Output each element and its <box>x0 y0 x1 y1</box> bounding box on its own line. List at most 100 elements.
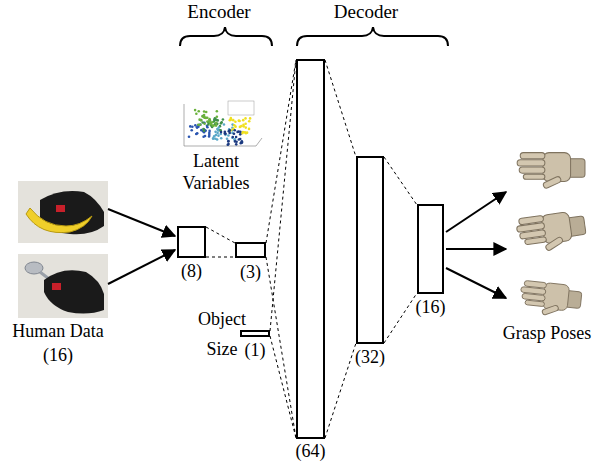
banana <box>26 208 92 233</box>
layer-size: (1) <box>245 340 266 360</box>
scatter-dot <box>239 133 242 136</box>
scatter-dot <box>206 116 209 119</box>
sensor <box>52 283 61 290</box>
spoon-photo <box>18 254 108 318</box>
layer-size: (64) <box>296 441 326 461</box>
scatter-dot <box>206 125 209 128</box>
scatter-dot <box>219 129 222 132</box>
scatter-dot <box>196 126 199 129</box>
scatter-dot <box>202 115 205 118</box>
scatter-dot <box>237 130 240 133</box>
scatter-dot <box>207 123 210 126</box>
scatter-dot <box>211 121 214 124</box>
scatter-dot <box>232 127 235 130</box>
scatter-dot <box>234 120 237 123</box>
banana-photo <box>18 181 108 243</box>
hidden-layer: (64) <box>296 59 325 439</box>
scatter-dot <box>238 120 241 123</box>
scatter-dot <box>241 141 244 144</box>
scatter-dot <box>245 132 248 135</box>
scatter-dot <box>196 132 199 135</box>
scatter-dot <box>230 117 233 120</box>
scatter-dot <box>203 122 206 125</box>
scatter-dot <box>211 124 214 127</box>
scatter-dot <box>189 125 192 128</box>
scatter-dot <box>203 110 206 113</box>
scatter-dot <box>213 120 216 123</box>
scatter-dot <box>201 115 204 118</box>
output-layer: (16) <box>417 204 444 294</box>
scatter-dot <box>207 121 210 124</box>
scatter-dot <box>212 125 215 128</box>
scatter-dot <box>217 129 220 132</box>
input-label: Object Size <box>191 304 253 364</box>
robot-hand <box>517 153 585 190</box>
scatter-dot <box>215 124 218 127</box>
scatter-dot <box>197 110 200 113</box>
scatter-dot <box>194 124 197 127</box>
scatter-dot <box>248 128 251 131</box>
scatter-dot <box>227 140 230 143</box>
scatter-dot <box>203 116 206 119</box>
scatter-dot <box>200 119 203 122</box>
scatter-dot <box>199 123 202 126</box>
scatter-dot <box>208 118 211 121</box>
scatter-dot <box>248 120 251 123</box>
output-arrow <box>446 268 506 298</box>
scatter-dot <box>190 129 193 132</box>
scatter-dot <box>244 131 247 134</box>
scatter-dot <box>238 138 241 141</box>
latent-layer: (3) <box>235 242 266 258</box>
scatter-dot <box>220 131 223 134</box>
scatter-dot <box>229 129 232 132</box>
scatter-dot <box>241 132 244 135</box>
scatter-dot <box>227 134 230 137</box>
scatter-dot <box>212 137 215 140</box>
scatter-dot <box>241 140 244 143</box>
scatter-dot <box>202 130 205 133</box>
spoon-head <box>25 262 43 274</box>
scatter-dot <box>240 125 243 128</box>
scatter-dot <box>249 117 252 120</box>
scatter-dot <box>220 121 223 124</box>
scatter-dot <box>208 122 211 125</box>
scatter-dot <box>222 118 225 121</box>
scatter-dot <box>203 129 206 132</box>
scatter-dot <box>195 112 198 115</box>
scatter-dot <box>226 137 229 140</box>
scatter-dot <box>246 131 249 134</box>
scatter-dot <box>214 137 217 140</box>
scatter-dot <box>214 123 217 126</box>
axis <box>184 104 185 146</box>
scatter-dot <box>216 123 219 126</box>
photo-ground <box>18 181 108 243</box>
scatter-dot <box>202 128 205 131</box>
sensor <box>56 205 65 212</box>
scatter-dot <box>212 137 215 140</box>
scatter-dot <box>209 121 212 124</box>
scatter-dot <box>224 133 227 136</box>
scatter-dot <box>216 115 219 118</box>
input-arrow <box>108 250 175 284</box>
scatter-dot <box>198 118 201 121</box>
photo-ground <box>18 254 108 318</box>
scatter-dot <box>205 117 208 120</box>
axis <box>256 138 262 146</box>
scatter-dot <box>242 125 245 128</box>
scatter-dot <box>206 126 209 129</box>
scatter-dot <box>197 125 200 128</box>
scatter-dot <box>200 119 203 122</box>
scatter-dot <box>233 124 236 127</box>
robot-hand <box>515 210 587 256</box>
scatter-dot <box>233 129 236 132</box>
input-layer: (8) <box>177 226 206 258</box>
scatter-dot <box>208 132 211 135</box>
scatter-dot <box>208 121 211 124</box>
scatter-dot <box>234 125 237 128</box>
scatter-dot <box>208 119 211 122</box>
caption-label: Latent Variables <box>160 150 272 194</box>
scatter-dot <box>234 138 237 141</box>
section-title: Decoder <box>334 1 398 23</box>
scatter-dot <box>242 119 245 122</box>
scatter-dot <box>238 119 241 122</box>
